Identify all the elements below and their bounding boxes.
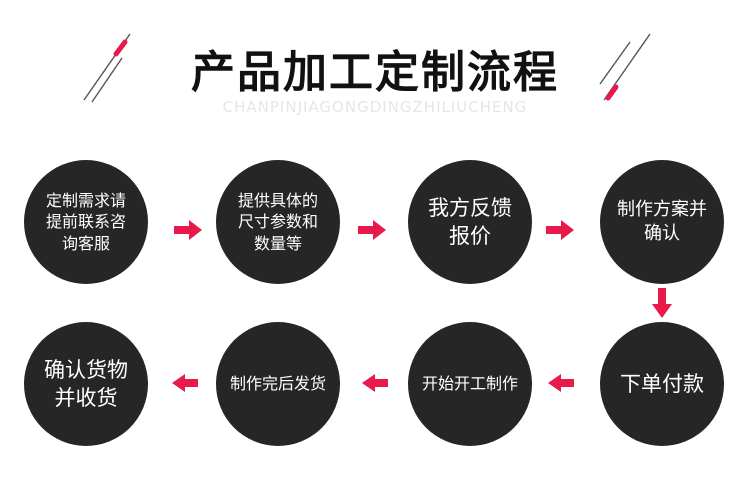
left-pen-decoration xyxy=(83,33,131,103)
step-8-circle: 确认货物 并收货 xyxy=(24,322,148,446)
arrow-right-2 xyxy=(358,220,386,240)
step-2-circle: 提供具体的 尺寸参数和 数量等 xyxy=(216,160,340,284)
page-subtitle: CHANPINJIAGONGDINGZHILIUCHENG xyxy=(222,98,528,116)
step-1-label: 定制需求请 提前联系咨 询客服 xyxy=(45,190,126,253)
step-2-label: 提供具体的 尺寸参数和 数量等 xyxy=(237,190,318,253)
arrow-right-3 xyxy=(546,220,574,240)
step-3-label: 我方反馈 报价 xyxy=(428,195,512,248)
step-6-circle: 开始开工制作 xyxy=(408,322,532,446)
arrow-left-3 xyxy=(172,374,198,392)
step-4-label: 制作方案并 确认 xyxy=(617,198,707,244)
step-1-circle: 定制需求请 提前联系咨 询客服 xyxy=(24,160,148,284)
arrow-left-1 xyxy=(548,374,574,392)
right-pen-decoration xyxy=(599,33,651,101)
arrow-left-2 xyxy=(362,374,388,392)
step-5-label: 下单付款 xyxy=(620,371,704,396)
step-6-label: 开始开工制作 xyxy=(421,374,518,394)
step-7-label: 制作完后发货 xyxy=(229,374,326,394)
page-title: 产品加工定制流程 xyxy=(191,47,559,98)
arrow-down xyxy=(652,288,672,318)
step-3-circle: 我方反馈 报价 xyxy=(408,160,532,284)
step-8-label: 确认货物 并收货 xyxy=(44,357,128,410)
step-4-circle: 制作方案并 确认 xyxy=(600,160,724,284)
arrow-right-1 xyxy=(174,220,202,240)
step-7-circle: 制作完后发货 xyxy=(216,322,340,446)
step-5-circle: 下单付款 xyxy=(600,322,724,446)
